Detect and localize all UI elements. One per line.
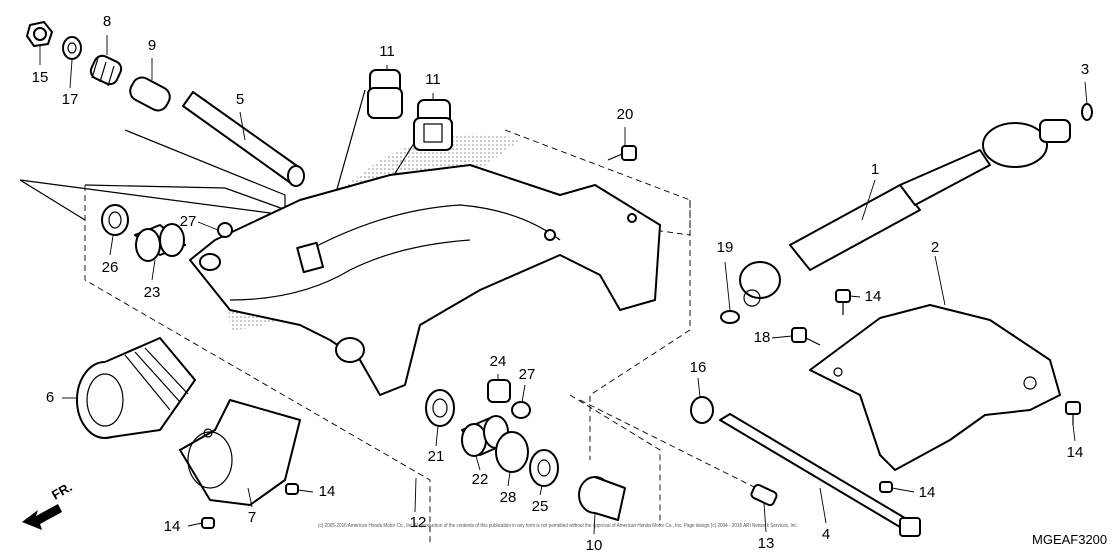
callout-23: 23: [144, 284, 161, 301]
callout-4: 4: [822, 526, 830, 543]
part-14-bolt-b: [1065, 401, 1081, 425]
part-11-boot-b: [413, 99, 453, 151]
part-14-bolt-d: [285, 483, 299, 495]
part-14-bolt-a: [835, 289, 851, 315]
callout-24: 24: [490, 353, 507, 370]
part-3-circlip: [1081, 103, 1093, 121]
part-4-pivot-bolt: [719, 413, 921, 537]
part-10-collar: [578, 476, 626, 521]
callout-14d: 14: [919, 484, 936, 501]
callout-7: 7: [248, 509, 256, 526]
callout-18: 18: [754, 329, 771, 346]
part-25-seal: [529, 449, 559, 487]
part-24-collar: [487, 379, 511, 403]
part-27-nut-a: [217, 222, 233, 238]
part-15-nut: [26, 21, 53, 47]
part-28-circlip: [495, 431, 529, 473]
callout-11a: 11: [379, 43, 395, 60]
part-14-bolt-c: [879, 481, 893, 493]
part-11-boot-a: [367, 69, 403, 119]
part-26-seal: [101, 204, 129, 236]
callout-10: 10: [586, 537, 603, 554]
callout-12: 12: [410, 514, 427, 531]
part-27-nut-b: [511, 401, 531, 419]
leader-lines: [39, 35, 1088, 535]
part-9-collar: [129, 76, 171, 112]
callout-14a: 14: [865, 288, 882, 305]
part-14-bolt-e: [201, 517, 215, 529]
callout-11b: 11: [425, 71, 441, 88]
callout-26: 26: [102, 259, 119, 276]
part-5-pipe: [182, 91, 305, 187]
callout-28: 28: [500, 489, 517, 506]
callout-labels: 15 17 8 9 5 11 11 20 3 1 27 26 23 19 2 1…: [32, 13, 1090, 554]
callout-25: 25: [532, 498, 549, 515]
callout-2: 2: [931, 239, 939, 256]
part-23-bearing: [134, 223, 186, 262]
callout-6: 6: [46, 389, 54, 406]
front-arrow-icon: [22, 504, 62, 530]
part-8-spring: [89, 54, 123, 87]
callout-8: 8: [103, 13, 111, 30]
callout-27b: 27: [519, 366, 536, 383]
callout-17: 17: [62, 91, 79, 108]
part-13-collar: [750, 483, 778, 507]
part-6-boot: [76, 337, 196, 439]
part-21-bearing: [425, 389, 455, 427]
callout-16: 16: [690, 359, 707, 376]
diagram-code: MGEAF3200: [1032, 532, 1107, 547]
callout-15: 15: [32, 69, 49, 86]
callout-14c: 14: [164, 518, 181, 535]
part-19-circlip: [720, 310, 740, 324]
front-direction-indicator: FR.: [22, 479, 75, 530]
copyright-notice: (c) 2005-2016 American Honda Motor Co., …: [318, 523, 798, 529]
callout-14b: 14: [319, 483, 336, 500]
callout-14e: 14: [1067, 444, 1084, 461]
callout-9: 9: [148, 37, 156, 54]
part-7-cover: [179, 399, 301, 506]
callout-1: 1: [871, 161, 879, 178]
callout-21: 21: [428, 448, 445, 465]
callout-5: 5: [236, 91, 244, 108]
callout-22: 22: [472, 471, 489, 488]
part-18-bolt: [791, 327, 821, 346]
callout-19: 19: [717, 239, 734, 256]
part-17-washer: [62, 36, 82, 60]
callout-13: 13: [758, 535, 775, 552]
swingarm: [189, 164, 661, 396]
part-2-cover: [809, 304, 1061, 471]
front-label: FR.: [49, 479, 75, 502]
callout-27a: 27: [180, 213, 197, 230]
callout-20: 20: [617, 106, 634, 123]
part-20-bolt: [607, 145, 637, 161]
part-1-drive-shaft: [739, 119, 1071, 307]
callout-3: 3: [1081, 61, 1089, 78]
part-16-washer: [690, 396, 714, 424]
